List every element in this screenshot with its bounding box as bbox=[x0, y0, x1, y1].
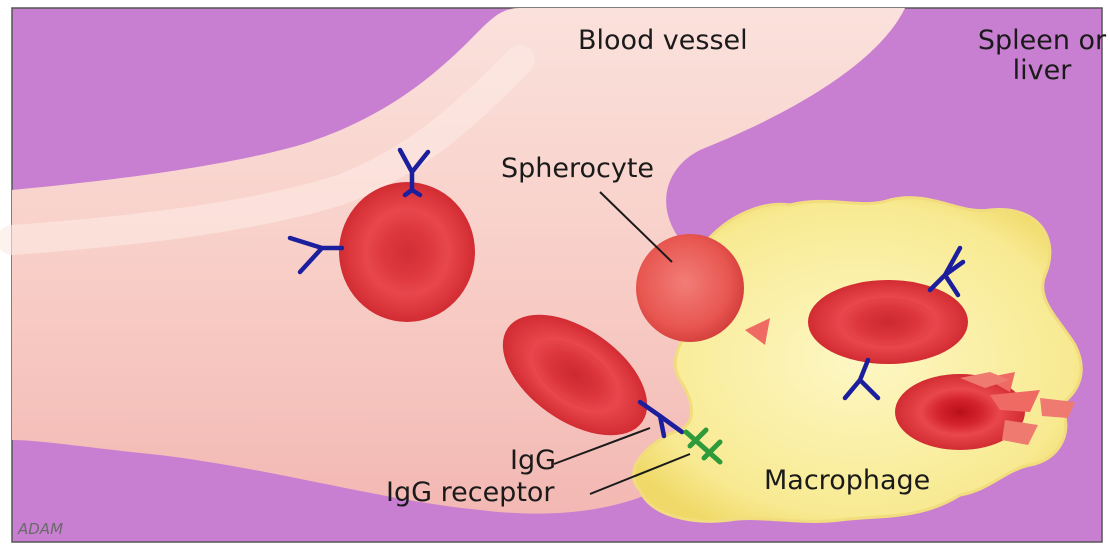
blood-vessel-label: Blood vessel bbox=[578, 26, 748, 56]
macrophage-label: Macrophage bbox=[764, 466, 930, 496]
igg-label: IgG bbox=[510, 446, 556, 476]
spleen-or-liver-label-line2: liver bbox=[952, 56, 1110, 86]
spleen-or-liver-label-line1: Spleen or bbox=[952, 26, 1110, 56]
igg-receptor-label: IgG receptor bbox=[386, 478, 555, 508]
spherocyte-label: Spherocyte bbox=[501, 154, 654, 184]
spherocyte-cell bbox=[636, 234, 744, 342]
spleen-or-liver-label: Spleen or liver bbox=[952, 26, 1110, 85]
red-blood-cell-1-center bbox=[367, 210, 447, 294]
credit-logo: ADAM bbox=[18, 521, 63, 538]
